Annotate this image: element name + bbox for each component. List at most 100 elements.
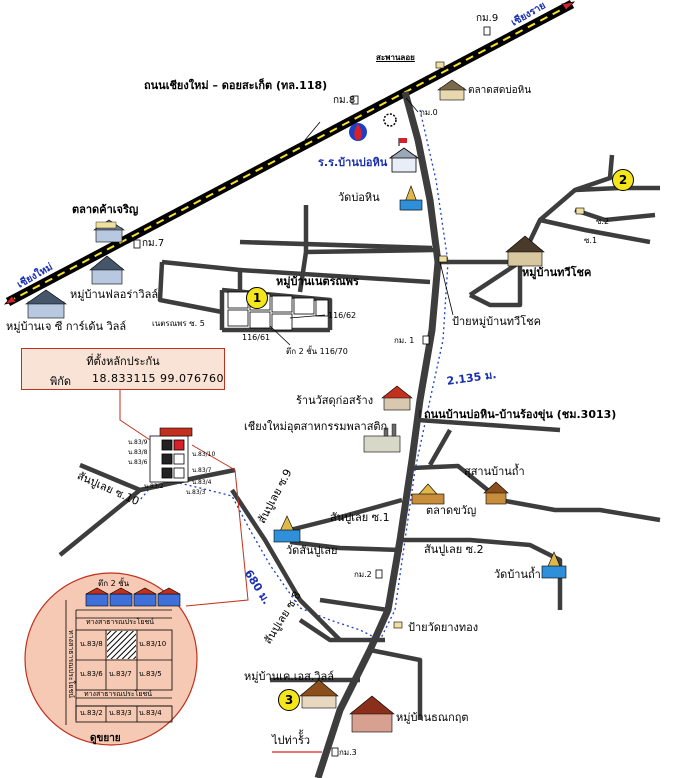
lot-grid-2: [149, 435, 189, 483]
detail-path-left: ทางสาธารณประโยชน์: [67, 630, 75, 698]
secondary-roads: [58, 154, 661, 720]
naret-soi5-label: เนตรณพร ซ. 5: [152, 319, 205, 328]
small-lot-label: น.83/10: [192, 451, 216, 458]
thanakrit-village-label: หมู่บ้านธณกฤต: [396, 711, 469, 724]
small-lot-label: น.83/4: [192, 479, 212, 486]
detail-circle: [24, 572, 198, 746]
leader-line: [289, 314, 326, 319]
marker-3: 3: [278, 689, 300, 711]
house-icon: [25, 289, 67, 319]
house-icon: [349, 695, 395, 733]
twin-soi1-label: ซ.1: [584, 236, 598, 245]
km9-label: กม.9: [476, 13, 499, 24]
km7-label: กม.7: [142, 238, 165, 249]
route-line: [139, 109, 449, 641]
ks-villa-label: หมู่บ้านเค.เอส.วิลล์: [244, 670, 335, 683]
detail-lot-c7: น.83/3: [109, 709, 132, 717]
cemetery-icon: [483, 481, 509, 505]
temple-icon: [541, 551, 567, 579]
soi1-label: สันปูเลย ซ.1: [330, 511, 390, 524]
small-lot-label: น.83/6: [128, 459, 148, 466]
km-post-icon: [133, 26, 491, 757]
kha-charoen-market-label: ตลาดค้าเจริญ: [72, 203, 139, 216]
leader-line: [439, 261, 454, 316]
collateral-info-box: ที่ตั้งหลักประกัน พิกัด 18.833115 99.076…: [21, 348, 225, 390]
detail-path-top: ทางสาธารณประโยชน์: [86, 618, 154, 626]
twin-chok-sign-label: ป้ายหมู่บ้านทวีโชค: [452, 315, 541, 328]
bohin-school-label: ร.ร.บ้านบ่อหิน: [318, 156, 388, 169]
lamp-icon: [383, 113, 397, 127]
red-arrow-icon: [3, 295, 17, 305]
leader-line: [405, 97, 419, 113]
detail-lot-c5: น.83/5: [139, 670, 162, 678]
lot-grid-1: [227, 291, 329, 331]
road-bohin-rongkhun: [314, 91, 442, 778]
house-icon: [89, 255, 125, 285]
small-lot-label: น.83/8: [128, 449, 148, 456]
gas-station-icon: [349, 123, 367, 141]
soi2-label: สันปูเลย ซ.2: [424, 543, 484, 556]
plastic-factory-label: เชียงใหม่อุตสาหกรรมพลาสติก: [244, 420, 388, 433]
shop-icon: [381, 385, 413, 411]
km2-label: กม.2: [354, 570, 372, 579]
factory-icon: [363, 423, 401, 453]
callout-line: [119, 388, 151, 441]
km1-label: กม. 1: [394, 336, 415, 345]
row-house-label: ตึก 2 ชั้น 116/70: [286, 347, 348, 356]
highway-label: ถนนเชียงใหม่ – ดอยสะเก็ต (ทล.118): [144, 79, 328, 92]
temple-icon: [411, 483, 445, 505]
wat-bohin-label: วัดบ่อหิน: [338, 191, 380, 204]
collateral-title: ที่ตั้งหลักประกัน: [86, 355, 160, 368]
wat-ban-tham-label: วัดบ้านถ้ำ: [494, 568, 541, 581]
jc-garden-villa-label: หมู่บ้านเจ ซี การ์เด้น วิลล์: [6, 320, 127, 333]
kha-charoen-market2-label: ตลาดขวัญ: [426, 504, 477, 517]
leader-line: [304, 121, 321, 141]
school-icon: [388, 138, 420, 173]
local-road-label: ถนนบ้านบ่อหิน-บ้านร้องขุ่น (ชม.3013): [424, 408, 617, 421]
floral-villa-label: หมู่บ้านฟลอร่าวิลล์: [70, 288, 159, 301]
detail-bottom-label: ดูขยาย: [90, 733, 121, 744]
detail-lot-c6: น.83/2: [80, 709, 103, 717]
to-tharua-label: ไปท่าร้ั้ว: [272, 734, 311, 747]
detail-top-label: ตึก 2 ชั้น: [98, 579, 130, 588]
construction-shop-label: ร้านวัสดุก่อสร้าง: [296, 394, 374, 407]
small-lot-label: น.83/9: [128, 439, 148, 446]
detail-lot-c3: น.83/6: [80, 670, 103, 678]
small-lot-label: น.83/7: [192, 467, 212, 474]
bohin-market-label: ตลาดสดบ่อหิน: [468, 85, 532, 96]
house-icon: [437, 79, 467, 101]
mini-roof: [159, 427, 193, 437]
twin-soi2-label: ซ.2: [596, 217, 610, 226]
detail-lot-c8: น.83/4: [139, 709, 162, 717]
collateral-coord-label: พิกัด: [50, 375, 72, 388]
lot-116-61-label: 116/61: [242, 333, 271, 342]
small-lot-label: น.83/3: [186, 489, 206, 496]
km8-label: กม.8: [333, 95, 356, 106]
red-arrow-icon: [561, 1, 576, 11]
km3-label: กม.3: [339, 748, 357, 757]
collateral-lot: [107, 631, 136, 659]
detail-path-bottom: ทางสาธารณประโยชน์: [84, 690, 152, 698]
twin-chok-village-label: หมู่บ้านทวีโชค: [522, 266, 592, 279]
marker-1: 1: [246, 287, 268, 309]
collateral-coord-value: 18.833115 99.076760: [92, 372, 224, 385]
marker-2: 2: [612, 169, 634, 191]
temple-icon: [273, 515, 301, 543]
callout-line: [185, 444, 249, 607]
market-icon: [95, 221, 117, 229]
naret-village-label: หมู่บ้านเนตรณพร: [276, 275, 359, 288]
temple-icon: [399, 185, 423, 211]
leader-line: [269, 325, 291, 346]
overpass-label: สะพานลอย: [376, 53, 415, 62]
km0-label: กม.0: [420, 108, 438, 117]
lot-116-62-label: 116/62: [328, 311, 357, 320]
highway-118: [5, 0, 575, 306]
small-lot-label: น.83/2: [144, 483, 164, 490]
house-icon: [299, 679, 339, 709]
sign-icon: [393, 61, 585, 629]
cemetery-label: สุสานบ้านถ้ำ: [464, 465, 525, 478]
detail-lot-c4: น.83/7: [109, 670, 132, 678]
detail-lot-c1: น.83/8: [80, 640, 103, 648]
wat-sanpuloei-label: วัดสันปูเลย: [286, 544, 338, 557]
